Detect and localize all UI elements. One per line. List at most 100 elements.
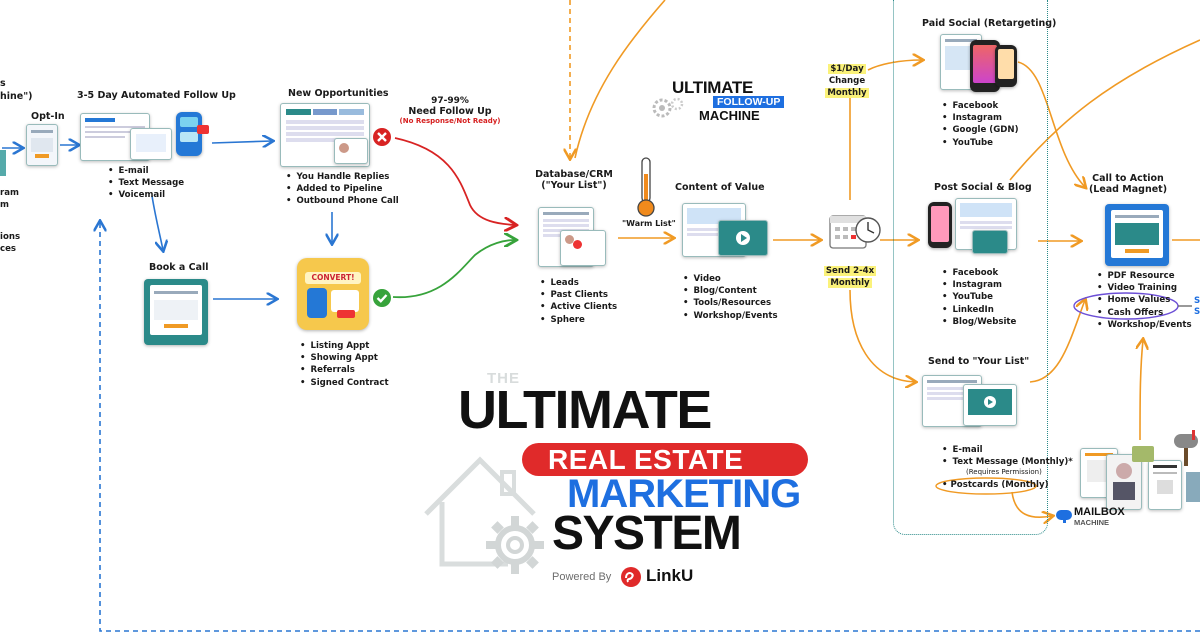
arrow-calendar-to-send — [849, 289, 915, 382]
arrow-post-to-topright — [1009, 39, 1200, 181]
new-opps-title: New Opportunities — [288, 88, 389, 99]
loop-back-dashed-line — [100, 222, 1200, 632]
convert-thumbnail: CONVERT! — [297, 258, 369, 330]
cta-title: Call to Action (Lead Magnet) — [1088, 173, 1168, 195]
warm-list-label: "Warm List" — [622, 219, 676, 228]
send-list-title: Send to "Your List" — [928, 356, 1030, 367]
need-followup-label: 97-99% Need Follow Up (No Response/Not R… — [399, 96, 501, 125]
main-logo-red-pill — [522, 443, 808, 476]
optin-title: Opt-In — [31, 111, 65, 122]
linku-logo-icon — [620, 566, 642, 592]
convert-outcome-list: Listing Appt Showing Appt Referrals Sign… — [300, 340, 389, 389]
ufm-logo-line1: ULTIMATE — [672, 78, 754, 97]
arrow-crm-to-top — [574, 0, 666, 159]
post-social-item-instagram: Instagram — [942, 279, 1016, 291]
cta-item-workshop: Workshop/Events — [1097, 319, 1192, 331]
database-item-active: Active Clients — [540, 301, 618, 313]
followup-channel-list: E-mail Text Message Voicemail — [108, 165, 185, 202]
content-video-thumbnail — [718, 220, 768, 256]
arrow-budget-to-paid — [867, 60, 922, 71]
send-list-permission-note: (Requires Permission) — [966, 468, 1042, 476]
post-social-item-youtube: YouTube — [942, 291, 1016, 303]
database-item-leads: Leads — [540, 277, 617, 289]
followup-item-email: E-mail — [108, 165, 184, 177]
postcard-thumbnail-agent — [1106, 454, 1142, 510]
paid-social-phone2-thumbnail — [995, 45, 1017, 87]
paid-social-item-facebook: Facebook — [942, 100, 1019, 112]
main-logo-powered-by: Powered By — [552, 571, 612, 583]
right-cut-label: S S — [1194, 296, 1200, 317]
arrow-followup-to-bookcall — [151, 195, 163, 250]
database-list: Leads Past Clients Active Clients Sphere — [540, 277, 618, 326]
content-item-video: Video — [683, 273, 778, 285]
postcards-highlight-circle — [935, 477, 1037, 495]
send-frequency-note: Send 2-4x Monthly — [823, 266, 877, 288]
left-cut-title-line1: s — [0, 78, 6, 89]
book-call-thumbnail — [144, 279, 208, 345]
post-social-title: Post Social & Blog — [934, 182, 1032, 193]
send-list-item-email: E-mail — [942, 444, 1073, 456]
post-social-phone-thumbnail — [928, 202, 952, 248]
x-circle-icon — [372, 127, 392, 151]
mailbox-icon — [1172, 430, 1200, 470]
arrow-followup-to-opps — [211, 141, 272, 143]
mailbox-logo-line2: MACHINE — [1074, 518, 1109, 527]
cta-item-home-values: Home Values — [1097, 294, 1192, 306]
content-item-workshop: Workshop/Events — [683, 310, 778, 322]
database-title: Database/CRM ("Your List") — [535, 169, 613, 191]
arrow-convert-to-crm — [392, 240, 515, 298]
new-opps-item-call: Outbound Phone Call — [286, 195, 399, 207]
new-opps-list: You Handle Replies Added to Pipeline Out… — [286, 171, 399, 208]
logo-gear-icon — [482, 512, 548, 582]
new-opps-contact-card — [334, 138, 368, 164]
left-cut-thumbnail — [0, 150, 6, 176]
postcard-thumbnail-cash — [1148, 460, 1182, 510]
followup-item-voicemail: Voicemail — [108, 189, 184, 201]
main-logo-the: THE — [487, 370, 520, 387]
main-logo-brand: LinkU — [646, 566, 694, 585]
arrow-need-followup-to-crm — [394, 137, 515, 225]
database-item-past: Past Clients — [540, 289, 617, 301]
mailbox-logo-icon — [1055, 507, 1073, 527]
cta-list: PDF Resource Video Training Home Values … — [1097, 270, 1192, 331]
optin-page-thumbnail — [26, 124, 58, 166]
cta-item-video: Video Training — [1097, 282, 1192, 294]
left-cut-title-line2: hine") — [0, 91, 33, 102]
house-outline-icon — [420, 452, 540, 576]
cta-item-pdf: PDF Resource — [1097, 270, 1192, 282]
followup-badge — [197, 125, 209, 134]
database-item-sphere: Sphere — [540, 314, 617, 326]
convert-item-contract: Signed Contract — [300, 377, 389, 389]
main-logo-ultimate: ULTIMATE — [458, 380, 712, 440]
convert-item-listing: Listing Appt — [300, 340, 389, 352]
followup-phone-thumbnail — [176, 112, 202, 156]
calendar-clock-icon — [828, 208, 884, 260]
post-social-video-thumbnail — [972, 230, 1008, 254]
convert-badge: CONVERT! — [305, 272, 361, 284]
convert-item-showing: Showing Appt — [300, 352, 389, 364]
mailbox-house-photo — [1186, 472, 1200, 502]
main-logo-real-estate: REAL ESTATE — [548, 444, 744, 475]
budget-note: $1/Day Change Monthly — [825, 64, 869, 98]
postcard-thumbnail-house — [1132, 446, 1154, 462]
send-list-video-thumbnail — [963, 384, 1017, 426]
main-logo-system: SYSTEM — [552, 507, 742, 560]
paid-social-item-google: Google (GDN) — [942, 124, 1019, 136]
paid-social-item-youtube: YouTube — [942, 137, 1019, 149]
content-title: Content of Value — [675, 182, 765, 193]
paid-social-item-instagram: Instagram — [942, 112, 1019, 124]
followup-voicemail-thumbnail — [130, 128, 172, 160]
ufm-logo-line3: MACHINE — [699, 108, 760, 123]
arrow-mailbox-to-cta — [1140, 340, 1143, 441]
database-contact-thumbnail — [560, 230, 606, 266]
followup-item-text: Text Message — [108, 177, 185, 189]
post-social-item-linkedin: LinkedIn — [942, 304, 1016, 316]
post-social-item-facebook: Facebook — [942, 267, 1016, 279]
mailbox-logo-line1: MAILBOX — [1074, 506, 1125, 518]
content-item-blog: Blog/Content — [683, 285, 778, 297]
post-social-item-blog: Blog/Website — [942, 316, 1017, 328]
ufm-logo-line2: FOLLOW-UP — [713, 96, 785, 108]
main-logo-marketing: MARKETING — [567, 472, 801, 516]
convert-item-referrals: Referrals — [300, 364, 389, 376]
cta-item-cash-offers: Cash Offers — [1097, 307, 1192, 319]
